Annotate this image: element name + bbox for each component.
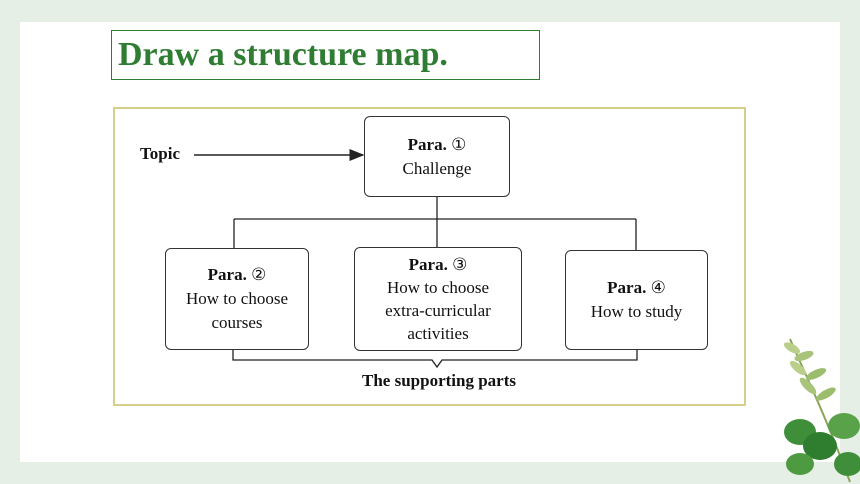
node-para-3: Para. ③ How to choose extra-curricular a… (354, 247, 522, 351)
node-heading: Para. ④ (607, 278, 666, 297)
node-text: How to choose (186, 289, 288, 308)
leaf-plant-icon (783, 338, 860, 483)
node-para-4: Para. ④ How to study (565, 250, 708, 350)
slide-title-text: Draw a structure map. (118, 36, 448, 73)
supporting-parts-brace (232, 350, 638, 369)
topic-label: Topic (140, 144, 181, 163)
node-heading: Para. ① (407, 134, 467, 154)
node-text: courses (211, 313, 263, 332)
node-text: Challenge (402, 158, 472, 178)
node-text: activities (407, 324, 469, 343)
slide-title: Draw a structure map. (111, 30, 540, 80)
node-heading: Para. ③ (408, 255, 468, 274)
node-text: How to choose (387, 278, 489, 297)
node-text: How to study (590, 302, 683, 321)
node-para-2: Para. ② How to choose courses (165, 248, 309, 350)
node-text: extra-curricular (385, 301, 491, 320)
node-heading: Para. ② (207, 265, 267, 284)
node-para-1: Para. ① Challenge (364, 116, 510, 197)
supporting-parts-label: The supporting parts (362, 371, 516, 390)
